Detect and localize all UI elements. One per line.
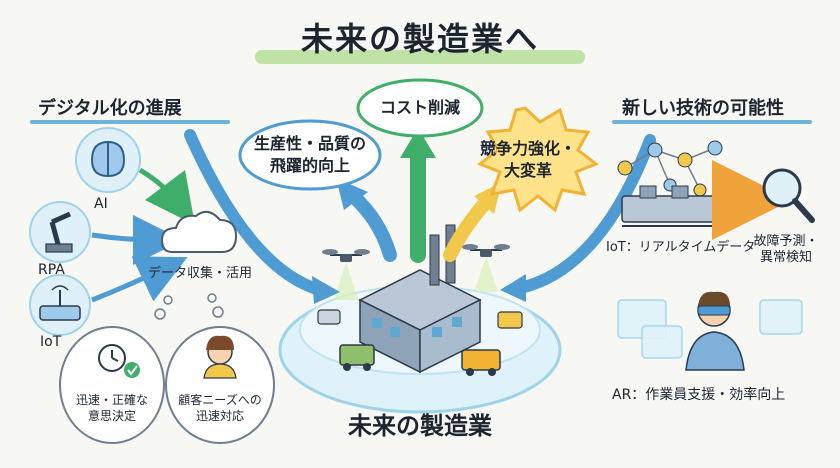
rpa-label: RPA: [38, 262, 65, 278]
robot-arm-icon: [45, 211, 73, 253]
bubble-productivity-line1: 生産性・品質の: [253, 134, 366, 153]
bubble-productivity: [238, 119, 382, 191]
robot-cart-right: [497, 311, 523, 329]
bubble-productivity-text: 生産性・品質の 飛躍的向上: [245, 133, 375, 177]
thought-decision-text: 迅速・正確な 意思決定: [62, 392, 162, 424]
arrow-left-to-center: [184, 129, 326, 296]
machine-icon: [621, 185, 723, 227]
thought-decision-line2: 意思決定: [87, 409, 136, 423]
customer-avatar-icon: [203, 335, 237, 379]
check-icon: [124, 362, 140, 378]
robot-cart-left: [317, 309, 341, 325]
worker-avatar-icon: [685, 291, 745, 371]
ar-label: AR：作業員支援・効率向上: [612, 387, 786, 403]
truck-yellow: [461, 349, 501, 376]
bubble-cost-text: コスト削減: [379, 98, 460, 117]
predict-text: 故障予測・ 異常検知: [746, 234, 826, 266]
router-icon: [39, 285, 81, 321]
thought-decision-line1: 迅速・正確な: [75, 393, 148, 407]
bubble-competitiveness-text: 競争力強化・ 大変革: [478, 138, 578, 182]
page-title: 未来の製造業へ: [300, 20, 539, 58]
drone-right: [462, 244, 510, 292]
thought-customer-line1: 顧客ニーズへの: [178, 393, 262, 407]
thought-customer: [165, 326, 275, 444]
arrow-up-blue: [345, 188, 397, 262]
drone-left: [322, 249, 370, 300]
left-heading-underline: [30, 120, 230, 124]
right-heading: 新しい技術の可能性: [622, 98, 784, 119]
iot-realtime-label: IoT：リアルタイムデータ: [606, 240, 756, 255]
predict-line2: 異常検知: [759, 250, 812, 265]
clock-icon: [98, 344, 126, 372]
thought-decision: [59, 326, 165, 444]
thought-customer-line2: 迅速対応: [195, 409, 244, 423]
arrow-left-to-center-head: [312, 276, 340, 304]
thought-customer-text: 顧客ニーズへの 迅速対応: [168, 392, 272, 424]
arrow-ai-to-cloud: [138, 167, 196, 225]
ar-panels: [617, 299, 803, 359]
bubble-competitiveness-line2: 大変革: [503, 161, 552, 180]
center-label: 未来の製造業: [348, 412, 492, 440]
rpa-icon-bg: [29, 201, 91, 263]
arrow-iot-to-cloud: [91, 256, 188, 303]
cloud-icon: [160, 210, 238, 253]
magnifier-icon: [762, 168, 815, 223]
right-heading-underline: [612, 120, 812, 124]
bubble-competitiveness-line1: 競争力強化・: [479, 139, 576, 158]
iot-left-label: IoT: [40, 334, 62, 350]
left-heading: デジタル化の進展: [38, 98, 182, 119]
predict-line1: 故障予測・: [753, 234, 819, 249]
arrow-right-to-center-head: [500, 274, 526, 302]
title-highlight: [255, 50, 585, 64]
cloud-label: データ収集・活用: [148, 266, 253, 281]
iot-network-icon: [617, 140, 723, 197]
arrow-right-to-center: [514, 134, 656, 294]
arrow-rpa-to-cloud: [91, 214, 183, 265]
bubble-productivity-line2: 飛躍的向上: [269, 156, 350, 175]
ai-label: AI: [94, 196, 108, 212]
arrow-up-green-head: [400, 128, 436, 158]
brain-icon: [90, 140, 126, 178]
burst-competitiveness: [477, 106, 599, 213]
bubble-cost: [356, 78, 484, 138]
factory-illustration: [358, 224, 482, 374]
truck-green: [339, 344, 375, 371]
